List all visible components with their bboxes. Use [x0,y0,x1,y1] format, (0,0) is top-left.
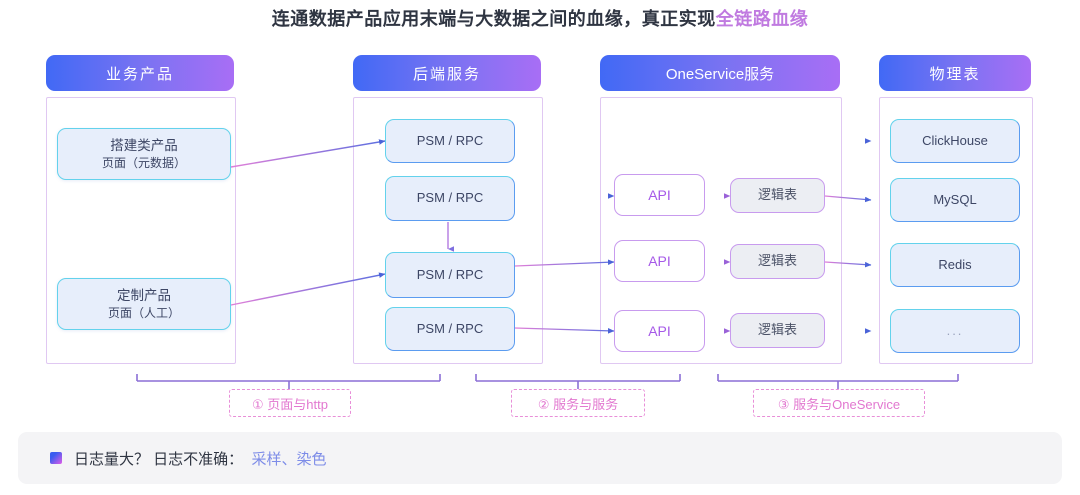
column-header-business-products[interactable]: 业务产品 [46,55,234,91]
node-label: ... [946,322,964,338]
bullet-square-icon [50,452,62,464]
node-line-2: 页面（元数据） [101,156,186,171]
column-header-physical-tables[interactable]: 物理表 [879,55,1031,91]
node-api-3[interactable]: API [614,310,705,352]
node-label: 逻辑表 [757,322,797,338]
phase-label-1: ① 页面与http [229,389,351,417]
node-logic-table-1[interactable]: 逻辑表 [730,178,825,213]
node-api-1[interactable]: API [614,174,705,216]
node-physical-table-3[interactable]: Redis [890,243,1020,287]
bracket-phase-1 [136,374,441,389]
footer-text-accent: 采样、染色 [251,450,327,468]
node-physical-table-4[interactable]: ... [890,309,1020,353]
node-label: 逻辑表 [757,253,797,269]
column-header-label: 物理表 [929,65,981,83]
node-label: Redis [938,256,972,272]
node-label: PSM / RPC [416,190,484,206]
node-label: ClickHouse [922,132,988,148]
phase-label-text: ② 服务与服务 [537,396,619,412]
column-header-oneservice[interactable]: OneService服务 [600,55,840,91]
node-line-1: 定制产品 [117,287,171,303]
node-label: 逻辑表 [757,187,797,203]
node-label: PSM / RPC [416,266,484,282]
node-logic-table-2[interactable]: 逻辑表 [730,244,825,279]
column-header-backend-services[interactable]: 后端服务 [353,55,541,91]
bracket-phase-2 [475,374,681,389]
node-label: API [648,252,671,269]
page-title-highlight: 全链路血缘 [715,9,809,29]
node-api-2[interactable]: API [614,240,705,282]
node-business-product-2[interactable]: 定制产品 页面（人工） [57,278,231,330]
node-line-2: 页面（人工） [107,306,180,321]
node-psm-rpc-3[interactable]: PSM / RPC [385,252,515,298]
node-label: API [648,322,671,339]
node-physical-table-2[interactable]: MySQL [890,178,1020,222]
column-header-label: OneService服务 [665,65,775,83]
footer-note: 日志量大？ 日志不准确： 采样、染色 [18,432,1062,484]
page-title-main: 连通数据产品应用末端与大数据之间的血缘，真正实现 [271,9,716,29]
node-line-1: 搭建类产品 [110,137,178,153]
node-physical-table-1[interactable]: ClickHouse [890,119,1020,163]
phase-label-text: ① 页面与http [252,396,328,412]
phase-label-text: ③ 服务与OneService [777,396,901,412]
node-psm-rpc-4[interactable]: PSM / RPC [385,307,515,351]
node-label: API [648,186,671,203]
node-psm-rpc-2[interactable]: PSM / RPC [385,176,515,221]
node-logic-table-3[interactable]: 逻辑表 [730,313,825,348]
node-label: MySQL [933,191,977,207]
page-title: 连通数据产品应用末端与大数据之间的血缘，真正实现全链路血缘 [0,5,1080,31]
node-label: PSM / RPC [416,132,484,148]
phase-label-2: ② 服务与服务 [511,389,645,417]
column-header-label: 业务产品 [105,65,174,83]
column-header-label: 后端服务 [412,65,481,83]
phase-label-3: ③ 服务与OneService [753,389,925,417]
footer-text-prefix: 日志量大？ 日志不准确： [74,450,244,468]
node-label: PSM / RPC [416,320,484,336]
bracket-phase-3 [717,374,959,389]
node-psm-rpc-1[interactable]: PSM / RPC [385,119,515,163]
node-business-product-1[interactable]: 搭建类产品 页面（元数据） [57,128,231,180]
footer-text: 日志量大？ 日志不准确： 采样、染色 [74,448,327,469]
